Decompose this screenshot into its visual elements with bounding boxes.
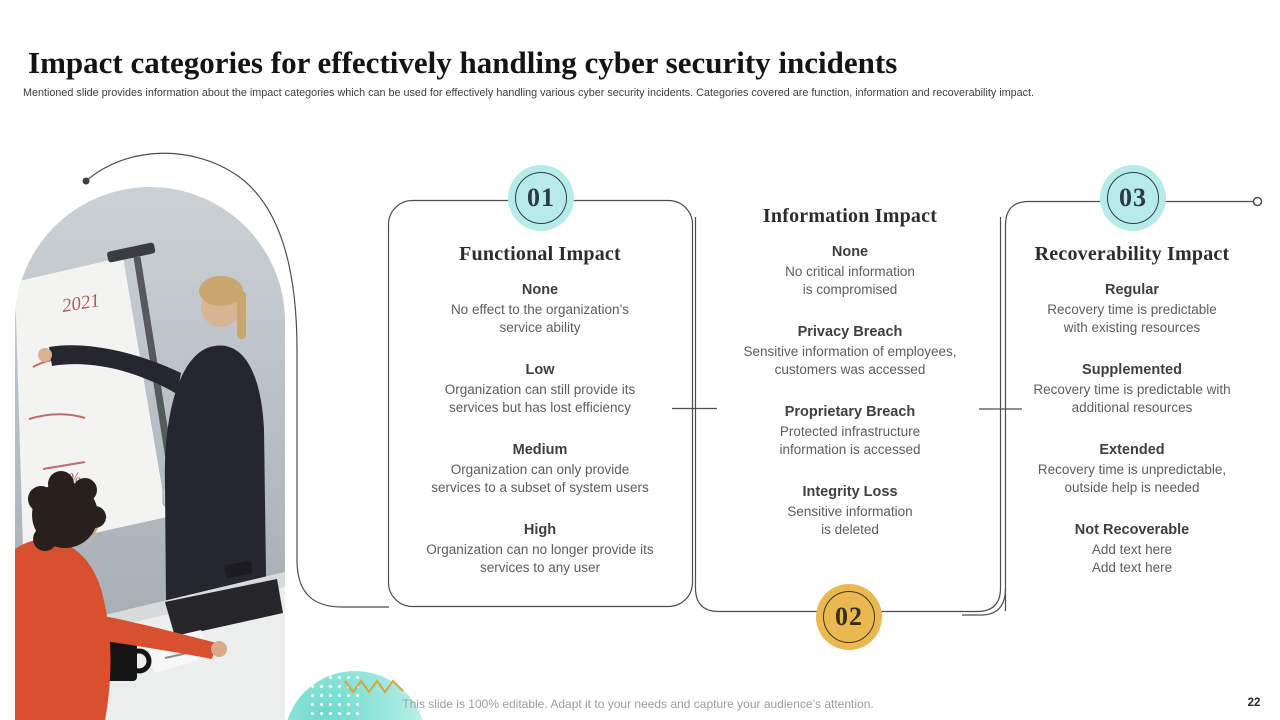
impact-item: Privacy Breach Sensitive information of …: [699, 324, 1001, 379]
functional-impact-title: Functional Impact: [459, 243, 621, 265]
impact-item-desc: No effect to the organization’s service …: [450, 302, 630, 335]
impact-item-desc: Recovery time is predictable with existi…: [1047, 302, 1217, 335]
line-start-dot: [82, 177, 90, 185]
impact-item: Supplemented Recovery time is predictabl…: [982, 362, 1280, 417]
information-impact-column: Information Impact None No critical info…: [699, 205, 1001, 564]
impact-item-desc: Organization can still provide its servi…: [444, 382, 636, 415]
impact-item-label: Integrity Loss: [802, 484, 898, 500]
page-title: Impact categories for effectively handli…: [28, 44, 898, 80]
impact-item: Extended Recovery time is unpredictable,…: [982, 442, 1280, 497]
impact-item-label: Extended: [1099, 442, 1165, 458]
impact-item-desc: Organization can only provide services t…: [431, 462, 649, 495]
impact-item: None No critical information is compromi…: [699, 244, 1001, 299]
impact-item: Medium Organization can only provide ser…: [389, 442, 691, 497]
impact-item-label: Low: [525, 362, 555, 378]
impact-item: Not Recoverable Add text here Add text h…: [982, 522, 1280, 577]
impact-item-desc: Add text here Add text here: [1091, 542, 1173, 575]
impact-item-label: Not Recoverable: [1074, 522, 1190, 538]
line-end-circle: [1252, 196, 1263, 207]
recoverability-impact-column: Recoverability Impact Regular Recovery t…: [982, 243, 1280, 602]
impact-item: None No effect to the organization’s ser…: [389, 282, 691, 337]
page-subtitle: Mentioned slide provides information abo…: [23, 86, 1035, 99]
impact-item: Integrity Loss Sensitive information is …: [699, 484, 1001, 539]
impact-item-label: None: [831, 244, 869, 260]
impact-item-desc: Sensitive information is deleted: [787, 504, 913, 537]
impact-item-label: Privacy Breach: [797, 324, 903, 340]
page-number: 22: [1247, 697, 1261, 709]
information-impact-title: Information Impact: [762, 205, 938, 227]
badge-03: 03: [1100, 165, 1166, 231]
impact-item: Low Organization can still provide its s…: [389, 362, 691, 417]
badge-02: 02: [816, 584, 882, 650]
team-photo: 2021 20%: [15, 187, 285, 720]
recoverability-impact-title: Recoverability Impact: [1034, 243, 1230, 265]
impact-item-label: Supplemented: [1082, 362, 1182, 378]
impact-item-desc: Sensitive information of employees, cust…: [743, 344, 957, 377]
impact-item-desc: Protected infrastructure information is …: [779, 424, 921, 457]
impact-item: Regular Recovery time is predictable wit…: [982, 282, 1280, 337]
photo-illustration: 2021 20%: [15, 242, 285, 720]
impact-item: High Organization can no longer provide …: [389, 522, 691, 577]
functional-impact-column: Functional Impact None No effect to the …: [389, 243, 691, 602]
impact-item-label: Medium: [512, 442, 568, 458]
impact-item-label: High: [523, 522, 557, 538]
impact-item: Proprietary Breach Protected infrastruct…: [699, 404, 1001, 459]
impact-item-label: Regular: [1105, 282, 1159, 298]
impact-item-desc: Recovery time is predictable with additi…: [1033, 382, 1231, 415]
impact-item-desc: No critical information is compromised: [785, 264, 915, 297]
editable-note: This slide is 100% editable. Adapt it to…: [402, 697, 874, 711]
badge-01: 01: [508, 165, 574, 231]
impact-item-desc: Organization can no longer provide its s…: [426, 542, 654, 575]
impact-item-label: Proprietary Breach: [784, 404, 916, 420]
impact-item-label: None: [521, 282, 559, 298]
impact-item-desc: Recovery time is unpredictable, outside …: [1037, 462, 1227, 495]
